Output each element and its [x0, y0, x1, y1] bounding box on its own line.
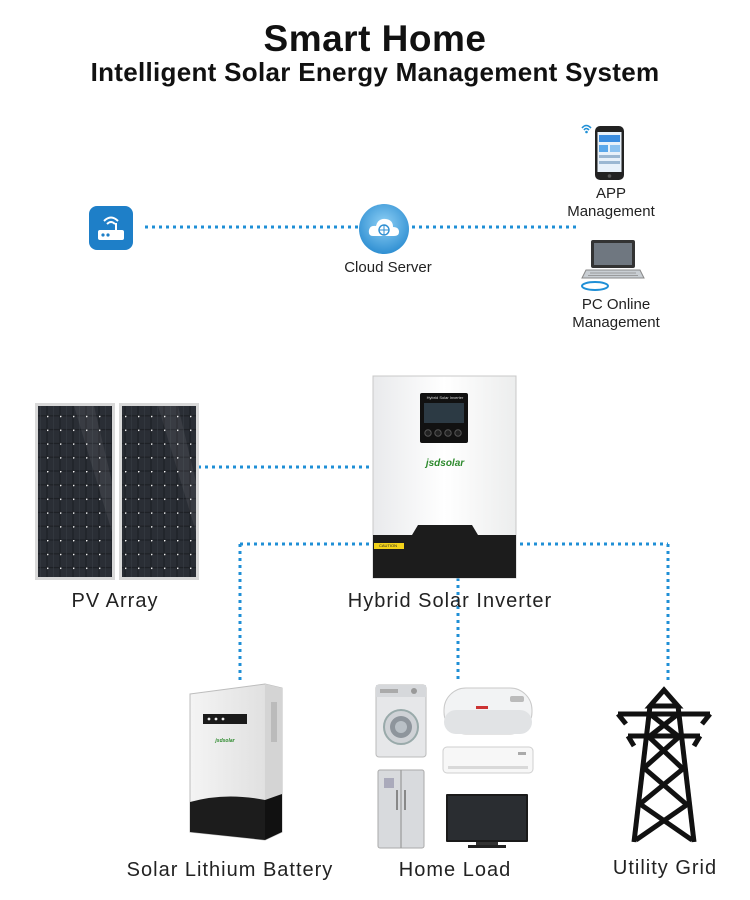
utility-grid-label: Utility Grid [612, 857, 718, 879]
hybrid-inverter-unit [372, 375, 517, 579]
inverter-brand-logo: jsdsolar [425, 458, 465, 469]
laptop-icon [581, 240, 645, 291]
water-heater-icon [443, 687, 533, 735]
inverter-caution-label: CAUTION [379, 543, 397, 548]
app-management-label-line1: APP [595, 185, 626, 202]
cloud-server-label: Cloud Server [344, 259, 432, 276]
television-icon [446, 794, 528, 848]
home-load-label: Home Load [398, 859, 512, 881]
pc-management-label: PC Online Management [548, 296, 684, 332]
cloud-server-icon [359, 204, 409, 254]
app-management-label-line2: Management [567, 203, 655, 220]
page-title: Smart Home [263, 18, 487, 59]
inverter-display-text: Hybrid Solar Inverter [426, 395, 464, 400]
smartphone-icon [581, 124, 624, 180]
refrigerator-icon [377, 769, 425, 849]
inverter-label: Hybrid Solar Inverter [347, 590, 553, 612]
battery-brand-logo: jsdsolar [215, 738, 235, 744]
battery-label: Solar Lithium Battery [126, 859, 334, 881]
router-icon [89, 206, 133, 250]
power-tower-icon [616, 686, 712, 843]
pv-array-panels [35, 403, 199, 580]
lithium-battery-unit [189, 683, 283, 841]
app-management-label: APP Management [548, 185, 674, 221]
pc-management-label-line1: PC Online [581, 296, 651, 313]
pv-array-label: PV Array [71, 590, 159, 612]
pc-management-label-line2: Management [572, 314, 660, 331]
washing-machine-icon [375, 684, 427, 758]
page-subtitle: Intelligent Solar Energy Management Syst… [90, 57, 660, 87]
air-conditioner-icon [442, 746, 534, 774]
